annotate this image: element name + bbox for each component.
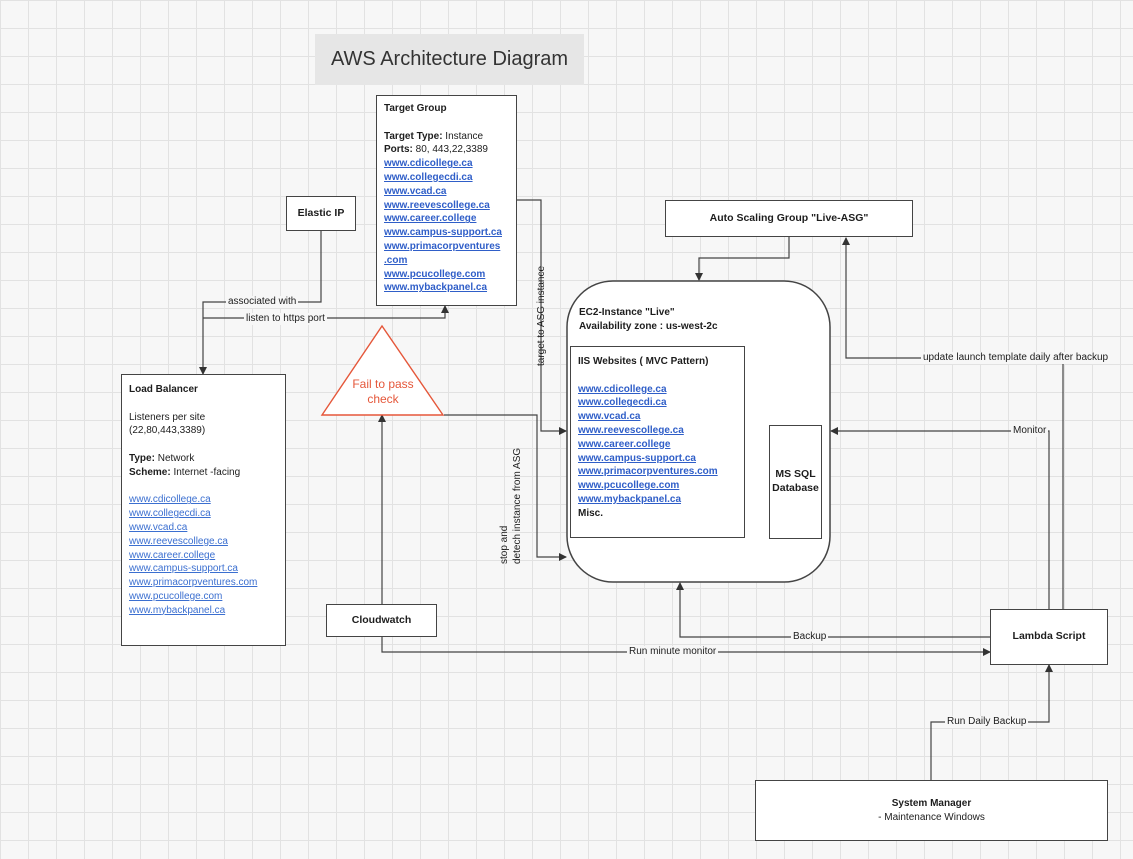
label-backup: Backup xyxy=(791,631,829,643)
lb-site-link[interactable]: www.mybackpanel.ca xyxy=(129,604,226,616)
autoscaling-group-box[interactable]: Auto Scaling Group "Live-ASG" xyxy=(665,200,913,237)
iis-site-link[interactable]: www.mybackpanel.ca xyxy=(578,493,682,505)
tg-site-link[interactable]: www.pcucollege.com xyxy=(384,268,486,280)
cloudwatch-box[interactable]: Cloudwatch xyxy=(326,604,437,637)
iis-misc: Misc. xyxy=(578,507,604,519)
ec2-instance-info: EC2-Instance "Live" Availability zone : … xyxy=(579,306,718,334)
availability-zone: Availability zone : us-west-2c xyxy=(579,321,718,332)
tg-site-link[interactable]: www.cdicollege.ca xyxy=(384,158,473,170)
label-stop-line1: stop and xyxy=(499,525,510,564)
ec2-instance-name: EC2-Instance "Live" xyxy=(579,307,675,318)
iis-heading: IIS Websites ( MVC Pattern) xyxy=(578,356,709,367)
load-balancer-heading: Load Balancer xyxy=(129,384,198,395)
tg-site-link[interactable]: www.primacorpventures xyxy=(384,240,501,252)
label-monitor: Monitor xyxy=(1011,425,1049,437)
lb-site-link[interactable]: www.collegecdi.ca xyxy=(129,508,211,520)
autoscaling-group-label: Auto Scaling Group "Live-ASG" xyxy=(709,211,869,224)
lb-type-line: Type: Network xyxy=(129,452,195,464)
ports-line: Ports: 80, 443,22,3389 xyxy=(384,144,488,156)
iis-site-link[interactable]: www.collegecdi.ca xyxy=(578,397,667,409)
label-update-template: update launch template daily after backu… xyxy=(921,352,1111,364)
tg-site-link[interactable]: www.career.college xyxy=(384,213,477,225)
listeners-line2: (22,80,443,3389) xyxy=(129,425,206,437)
fail-check-line2: check xyxy=(367,392,399,406)
elastic-ip-label: Elastic IP xyxy=(297,206,345,219)
edge-run-monitor xyxy=(381,637,991,656)
elastic-ip-box[interactable]: Elastic IP xyxy=(286,196,356,231)
fail-check-label: Fail to pass check xyxy=(336,377,430,407)
iis-site-link[interactable]: www.reevescollege.ca xyxy=(578,424,684,436)
lb-site-link[interactable]: www.primacorpventures.com xyxy=(129,577,258,589)
db-label-line1: MS SQL xyxy=(775,468,816,481)
tg-site-link[interactable]: www.campus-support.ca xyxy=(384,227,502,239)
lb-site-link[interactable]: www.cdicollege.ca xyxy=(129,494,211,506)
iis-site-link[interactable]: www.pcucollege.com xyxy=(578,480,680,492)
edge-update-template xyxy=(842,237,1064,609)
tg-site-link[interactable]: www.collegecdi.ca xyxy=(384,171,473,183)
lambda-label: Lambda Script xyxy=(1012,630,1086,643)
fail-check-line1: Fail to pass xyxy=(352,377,414,391)
iis-site-link[interactable]: www.vcad.ca xyxy=(578,411,641,423)
tg-site-link[interactable]: www.reevescollege.ca xyxy=(384,199,490,211)
target-group-box[interactable]: Target Group Target Type: Instance Ports… xyxy=(376,95,517,306)
alarm-triangle xyxy=(320,324,445,416)
label-associated-with: associated with xyxy=(226,296,299,308)
lb-site-link[interactable]: www.vcad.ca xyxy=(129,521,188,533)
lb-scheme-line: Scheme: Internet -facing xyxy=(129,466,241,478)
label-listen-https: listen to https port xyxy=(244,313,327,325)
target-group-heading: Target Group xyxy=(384,103,447,114)
edge-target-asg xyxy=(516,199,567,435)
db-label-line2: Database xyxy=(772,482,819,494)
listeners-line1: Listeners per site xyxy=(129,411,206,423)
lb-site-link[interactable]: www.reevescollege.ca xyxy=(129,535,228,547)
label-stop-line2: detech instance from ASG xyxy=(512,447,523,564)
label-run-monitor: Run minute monitor xyxy=(627,646,719,658)
label-target-asg: target to ASG instance xyxy=(536,265,547,366)
edge-stop-detach xyxy=(444,414,567,561)
load-balancer-box[interactable]: Load Balancer Listeners per site (22,80,… xyxy=(121,374,286,646)
tg-site-link[interactable]: .com xyxy=(384,254,408,266)
label-run-backup: Run Daily Backup xyxy=(945,716,1029,728)
edge-asg-ec2 xyxy=(695,237,790,281)
cloudwatch-label: Cloudwatch xyxy=(351,613,412,626)
iis-websites-box[interactable]: IIS Websites ( MVC Pattern) www.cdicolle… xyxy=(570,346,745,538)
lambda-script-box[interactable]: Lambda Script xyxy=(990,609,1108,665)
edge-monitor xyxy=(830,427,1050,609)
diagram-title: AWS Architecture Diagram xyxy=(315,34,584,85)
tg-site-link[interactable]: www.mybackpanel.ca xyxy=(384,282,488,294)
target-type-line: Target Type: Instance xyxy=(384,130,484,142)
system-manager-box[interactable]: System Manager - Maintenance Windows xyxy=(755,780,1108,841)
lb-site-link[interactable]: www.pcucollege.com xyxy=(129,590,223,602)
lb-site-link[interactable]: www.career.college xyxy=(129,549,216,561)
system-manager-sub: - Maintenance Windows xyxy=(878,811,985,823)
lb-site-link[interactable]: www.campus-support.ca xyxy=(129,563,238,575)
iis-site-link[interactable]: www.primacorpventures.com xyxy=(578,466,718,478)
ms-sql-database-box[interactable]: MS SQL Database xyxy=(769,425,822,539)
iis-site-link[interactable]: www.cdicollege.ca xyxy=(578,383,667,395)
edge-backup xyxy=(676,582,990,638)
tg-site-link[interactable]: www.vcad.ca xyxy=(384,185,447,197)
system-manager-heading: System Manager xyxy=(891,798,972,809)
iis-site-link[interactable]: www.career.college xyxy=(578,438,671,450)
iis-site-link[interactable]: www.campus-support.ca xyxy=(578,452,696,464)
